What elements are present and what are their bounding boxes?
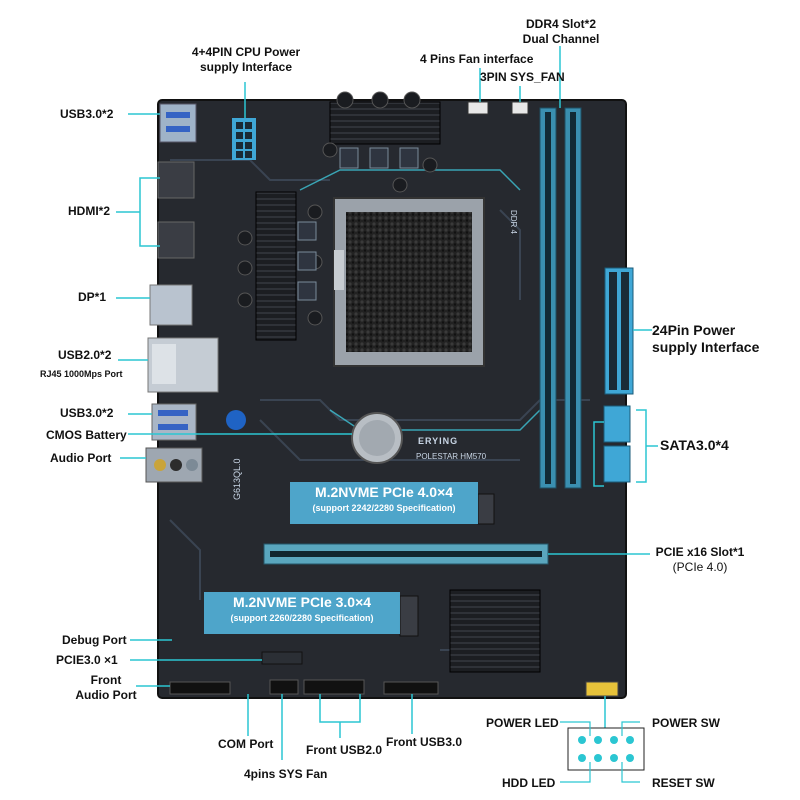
label-front-usb20: Front USB2.0 [306, 743, 383, 757]
vrm-heatsink-left [255, 191, 297, 341]
pcie-x1-slot [261, 651, 303, 665]
label-hdd-led: HDD LED [502, 776, 556, 790]
hdmi-port-2 [157, 221, 195, 259]
label-reset-sw: RESET SW [652, 776, 715, 790]
board-brand: ERYING [418, 436, 459, 446]
sata-ports [603, 405, 631, 483]
label-fan-4pin: 4 Pins Fan interface [420, 52, 534, 66]
label-power-sw: POWER SW [652, 716, 720, 730]
label-ddr4: DDR4 Slot*2 Dual Channel [522, 17, 600, 46]
label-sys-fan-4: 4pins SYS Fan [244, 767, 328, 781]
label-cpu-power: 4+4PIN CPU Power supply Interface [191, 45, 301, 74]
label-com: COM Port [218, 737, 274, 751]
label-rj45: RJ45 1000Mps Port [40, 369, 123, 379]
m2-bottom-overlay: M.2NVME PCIe 3.0×4 (support 2260/2280 Sp… [204, 592, 400, 634]
pcb-code: G613QL.0 [232, 458, 242, 500]
label-sys-fan-3pin: 3PIN SYS_FAN [480, 70, 565, 84]
m2-bottom-sub: (support 2260/2280 Specification) [230, 613, 374, 623]
label-front-audio: Front Audio Port [75, 673, 137, 702]
label-audio: Audio Port [50, 451, 112, 465]
cpu-socket [333, 197, 485, 367]
callout-lines [116, 46, 658, 760]
label-pcie1: PCIE3.0 ×1 [56, 653, 118, 667]
pch-heatsink [449, 589, 541, 673]
accent-traces [299, 169, 541, 431]
hdmi-port-1 [157, 161, 195, 199]
front-panel-pinout [560, 721, 645, 783]
label-usb30-mid: USB3.0*2 [60, 406, 114, 420]
rear-io [145, 103, 219, 483]
m2-bottom-title: M.2NVME PCIe 3.0×4 [232, 594, 372, 610]
label-debug: Debug Port [62, 633, 127, 647]
m2-top-title: M.2NVME PCIe 4.0×4 [314, 484, 454, 500]
label-power-led: POWER LED [486, 716, 559, 730]
chokes [297, 147, 419, 301]
label-dp: DP*1 [78, 290, 107, 304]
label-pcie16: PCIE x16 Slot*1 (PCIe 4.0) [655, 545, 745, 574]
bottom-headers [169, 679, 439, 695]
front-panel-header [585, 681, 619, 697]
label-usb30-top: USB3.0*2 [60, 107, 114, 121]
m2-slot-top [477, 493, 495, 525]
label-cmos: CMOS Battery [46, 428, 127, 442]
m2-top-overlay: M.2NVME PCIe 4.0×4 (support 2242/2280 Sp… [290, 482, 478, 524]
label-hdmi: HDMI*2 [68, 204, 111, 218]
ddr4-slots [539, 107, 582, 489]
ddr-silkscreen: DDR 4 [509, 210, 518, 235]
capacitors [237, 91, 438, 326]
m2-top-sub: (support 2242/2280 Specification) [312, 503, 456, 513]
label-atx24: 24Pin Power supply Interface [652, 322, 760, 355]
dp-port [149, 284, 193, 326]
usb30-top-port [159, 103, 197, 143]
fan-header-4pin [467, 101, 489, 115]
label-usb20: USB2.0*2 [58, 348, 112, 362]
fan-header-3pin [511, 101, 529, 115]
cpu-power-pins [236, 122, 252, 158]
label-front-usb30: Front USB3.0 [386, 735, 463, 749]
board-model: POLESTAR HM570 [416, 452, 487, 461]
bios-chip [226, 410, 246, 430]
m2-slot-bottom [399, 595, 419, 637]
label-sata: SATA3.0*4 [660, 437, 729, 453]
cpu-power-connector [232, 118, 256, 160]
vrm-heatsink-top [329, 101, 441, 145]
